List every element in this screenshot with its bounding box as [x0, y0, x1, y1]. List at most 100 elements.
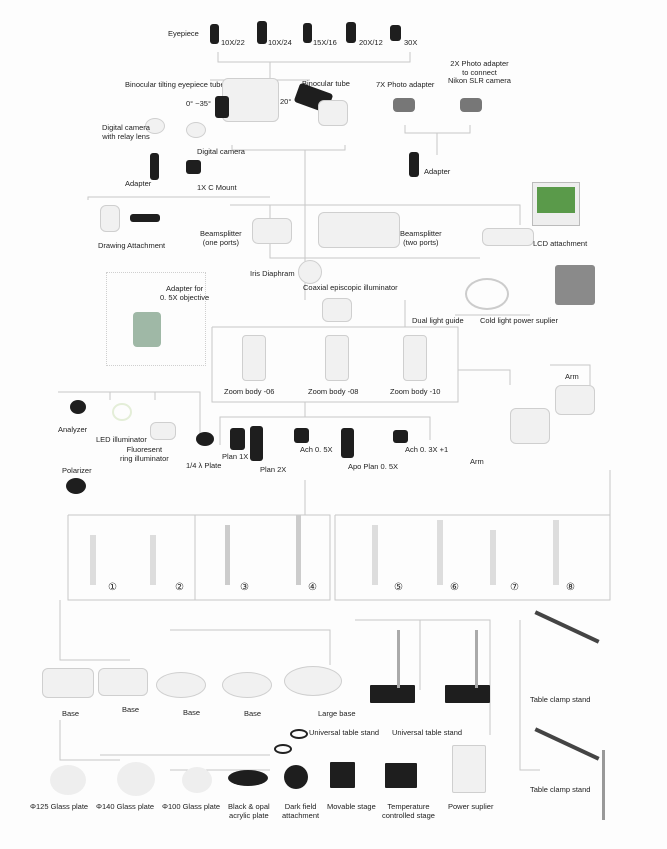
universal-stand-2-pole — [475, 630, 478, 688]
adapter-left-image — [150, 153, 159, 180]
glass-plate-image — [117, 762, 155, 796]
photo-adapter-2x-image — [460, 98, 482, 112]
objective-image — [294, 428, 309, 443]
focus-stand-image — [437, 520, 443, 585]
base-label: Base — [183, 708, 201, 717]
adapter-left-label: Adapter — [125, 179, 152, 188]
beamsplitter-two-image — [318, 212, 400, 248]
eyepiece-label: Eyepiece — [168, 29, 199, 38]
led-illuminator-image — [112, 403, 132, 421]
focus-stand-image — [296, 515, 301, 585]
base-image — [42, 668, 94, 698]
universal-stand-2-label: Universal table stand — [392, 728, 463, 737]
dark-field-image — [284, 765, 308, 789]
digital-camera-image — [186, 122, 206, 138]
digital-camera-relay-image — [145, 118, 165, 134]
table-clamp-stand-2-pole — [602, 750, 605, 820]
led-illuminator-label: LED illuminator — [96, 435, 147, 444]
fluorescent-ring-image — [150, 422, 176, 440]
adapter-objective-label: Adapter for 0. 5X objective — [160, 284, 210, 302]
iris-diaphram-label: Iris Diaphram — [250, 269, 295, 278]
temperature-stage-image — [385, 763, 417, 788]
base-image — [156, 672, 206, 698]
eyepiece-item: 30X — [404, 38, 418, 47]
lcd-attachment-base — [482, 228, 534, 246]
binocular-tube-label: Binocular tube — [302, 79, 350, 88]
objective-image — [250, 426, 263, 461]
zoom-body-label: Zoom body -08 — [308, 387, 359, 396]
coaxial-illuminator-image — [322, 298, 352, 322]
c-mount-label: 1X C Mount — [197, 183, 237, 192]
ring-image — [290, 729, 308, 739]
eyepiece-item: 10X/24 — [268, 38, 292, 47]
plate-label: Movable stage — [327, 802, 376, 811]
eyepiece-item: 10X/22 — [221, 38, 245, 47]
table-clamp-stand-1-label: Table clamp stand — [530, 695, 591, 704]
focus-stand-image — [490, 530, 496, 585]
photo-adapter-7x-label: 7X Photo adapter — [376, 80, 435, 89]
plate-label: Φ140 Glass plate — [96, 802, 155, 811]
c-mount-image — [186, 160, 201, 174]
cold-light-supplier-image — [555, 265, 595, 305]
objective-label: Plan 1X — [222, 452, 249, 461]
focus-stand-image — [225, 525, 230, 585]
cold-light-supplier-label: Cold light power suplier — [480, 316, 558, 325]
beamsplitter-one-image — [252, 218, 292, 244]
focus-stand-image — [90, 535, 96, 585]
dual-light-guide-label: Dual light guide — [412, 316, 464, 325]
base-image — [98, 668, 148, 696]
arm-label: Arm — [565, 372, 579, 381]
binocular-tilting-tube-image — [222, 78, 279, 122]
quarter-wave-plate-label: 1/4 λ Plate — [186, 461, 222, 470]
base-label: Base — [244, 709, 262, 718]
stand-number: ⑥ — [450, 582, 459, 593]
universal-stand-1-image — [370, 685, 415, 703]
base-label: Base — [122, 705, 140, 714]
stand-number: ⑦ — [510, 582, 519, 593]
coaxial-illuminator-label: Coaxial episcopic illuminator — [303, 283, 398, 292]
power-supplier-image — [452, 745, 486, 793]
beamsplitter-one-label: Beamsplitter (one ports) — [200, 229, 242, 247]
table-clamp-stand-2-label: Table clamp stand — [530, 785, 591, 794]
objective-label: Apo Plan 0. 5X — [348, 462, 399, 471]
stand-number: ① — [108, 582, 117, 593]
zoom-body-image — [242, 335, 266, 381]
adapter-objective-image — [133, 312, 161, 347]
beamsplitter-two-label: Beamsplitter (two ports) — [400, 229, 442, 247]
polarizer-image — [66, 478, 86, 494]
lcd-screen-image — [532, 182, 580, 226]
analyzer-image — [70, 400, 86, 414]
base-label: Base — [62, 709, 80, 718]
base-image — [284, 666, 342, 696]
zoom-body-image — [325, 335, 349, 381]
fluorescent-ring-label: Fluoresent ring illuminator — [120, 445, 169, 463]
arm-label: Arm — [470, 457, 484, 466]
objective-label: Plan 2X — [260, 465, 287, 474]
drawing-attachment-tube — [130, 214, 160, 222]
quarter-wave-plate-image — [196, 432, 214, 446]
base-image — [222, 672, 272, 698]
eyepiece-tube-icon — [215, 96, 229, 118]
glass-plate-image — [182, 767, 212, 793]
stand-number: ⑧ — [566, 582, 575, 593]
stand-number: ③ — [240, 582, 249, 593]
lcd-attachment-label: LCD attachment — [533, 239, 588, 248]
stand-number: ⑤ — [394, 582, 403, 593]
digital-camera-label: Digital camera — [197, 147, 245, 156]
universal-stand-1-label: Universal table stand — [309, 728, 380, 737]
stand-number: ④ — [308, 582, 317, 593]
drawing-attachment-image — [100, 205, 120, 232]
binocular-angle-label: 20° — [280, 97, 292, 106]
iris-diaphram-image — [298, 260, 322, 284]
eyepiece-item: 20X/12 — [359, 38, 383, 47]
acrylic-plate-image — [228, 770, 268, 786]
digital-camera-relay-label: Digital camera with relay lens — [102, 123, 150, 141]
eyepiece-icon — [390, 25, 401, 41]
universal-stand-1-pole — [397, 630, 400, 688]
plate-label: Φ100 Glass plate — [162, 802, 221, 811]
analyzer-label: Analyzer — [58, 425, 88, 434]
zoom-body-image — [403, 335, 427, 381]
objective-image — [393, 430, 408, 443]
eyepiece-icon — [257, 21, 267, 44]
